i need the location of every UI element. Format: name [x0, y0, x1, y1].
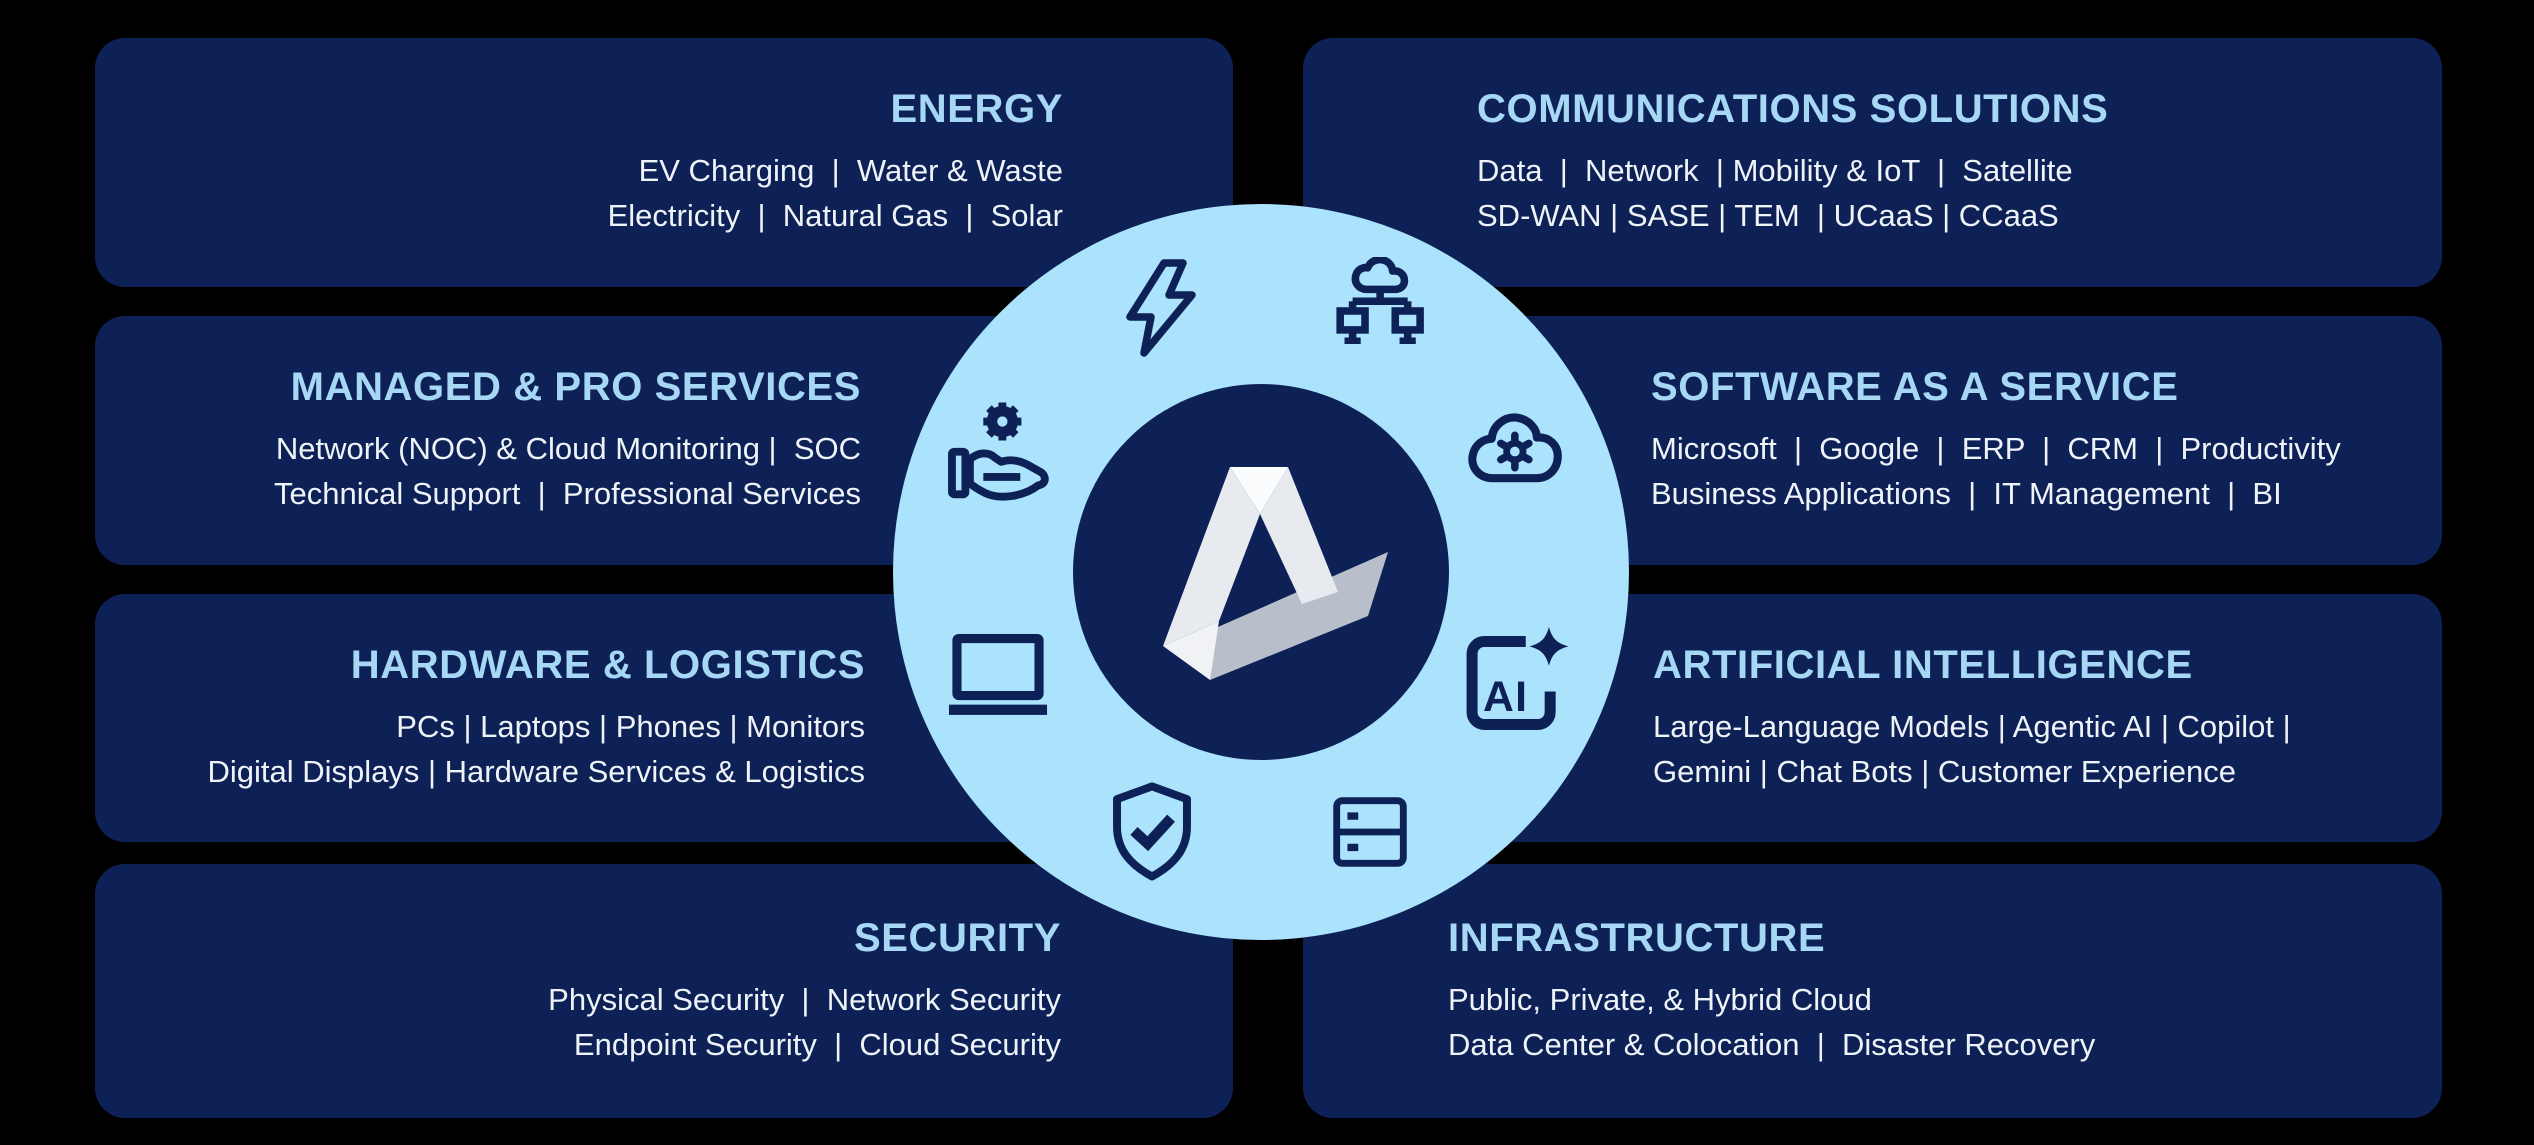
cloud-gear-icon	[1458, 397, 1574, 513]
avant-delta-logo	[1163, 467, 1388, 680]
card-line: Electricity | Natural Gas | Solar	[607, 198, 1063, 233]
card-line: Public, Private, & Hybrid Cloud	[1448, 981, 1872, 1017]
card-line: Large-Language Models | Agentic AI | Cop…	[1653, 708, 2291, 744]
svg-text:AI: AI	[1483, 673, 1528, 721]
card-infrastructure: INFRASTRUCTURE Public, Private, & Hybrid…	[1303, 864, 2442, 1118]
shield-check-icon	[1099, 779, 1205, 885]
hub-core-circle	[1073, 384, 1449, 760]
card-line: Data Center & Colocation | Disaster Reco…	[1448, 1026, 2096, 1062]
card-line: Technical Support | Professional Service…	[273, 476, 861, 511]
card-title: HARDWARE & LOGISTICS	[350, 642, 865, 687]
card-title: COMMUNICATIONS SOLUTIONS	[1477, 87, 2109, 131]
card-line: Endpoint Security | Cloud Security	[573, 1026, 1061, 1062]
card-line: Microsoft | Google | ERP | CRM | Product…	[1651, 431, 2341, 466]
card-title: ENERGY	[890, 87, 1063, 131]
card-line: Business Applications | IT Management | …	[1651, 476, 2282, 511]
card-security: SECURITY Physical Security | Network Sec…	[95, 864, 1233, 1118]
card-line: Physical Security | Network Security	[548, 981, 1061, 1017]
card-line: EV Charging | Water & Waste	[638, 153, 1063, 188]
card-title: SECURITY	[853, 915, 1061, 960]
card-communications-solutions: COMMUNICATIONS SOLUTIONS Data | Network …	[1303, 38, 2442, 287]
card-line: PCs | Laptops | Phones | Monitors	[396, 708, 865, 744]
card-line: Network (NOC) & Cloud Monitoring | SOC	[275, 431, 861, 466]
laptop-icon	[941, 618, 1055, 732]
cloud-network-icon	[1331, 257, 1439, 365]
server-icon	[1321, 783, 1419, 881]
card-line: SD-WAN | SASE | TEM | UCaaS | CCaaS	[1477, 198, 2059, 233]
card-title: ARTIFICIAL INTELLIGENCE	[1653, 642, 2193, 687]
card-line: Data | Network | Mobility & IoT | Satell…	[1477, 153, 2073, 188]
card-line: Digital Displays | Hardware Services & L…	[207, 753, 865, 789]
card-title: SOFTWARE AS A SERVICE	[1651, 365, 2179, 409]
card-title: INFRASTRUCTURE	[1448, 915, 1826, 960]
gear-hand-icon	[943, 398, 1055, 510]
card-energy: ENERGY EV Charging | Water & Waste Elect…	[95, 38, 1233, 287]
card-line: Gemini | Chat Bots | Customer Experience	[1653, 753, 2236, 789]
card-title: MANAGED & PRO SERVICES	[290, 365, 861, 409]
lightning-icon	[1111, 258, 1211, 358]
ai-sparkle-icon: AI	[1455, 622, 1577, 744]
